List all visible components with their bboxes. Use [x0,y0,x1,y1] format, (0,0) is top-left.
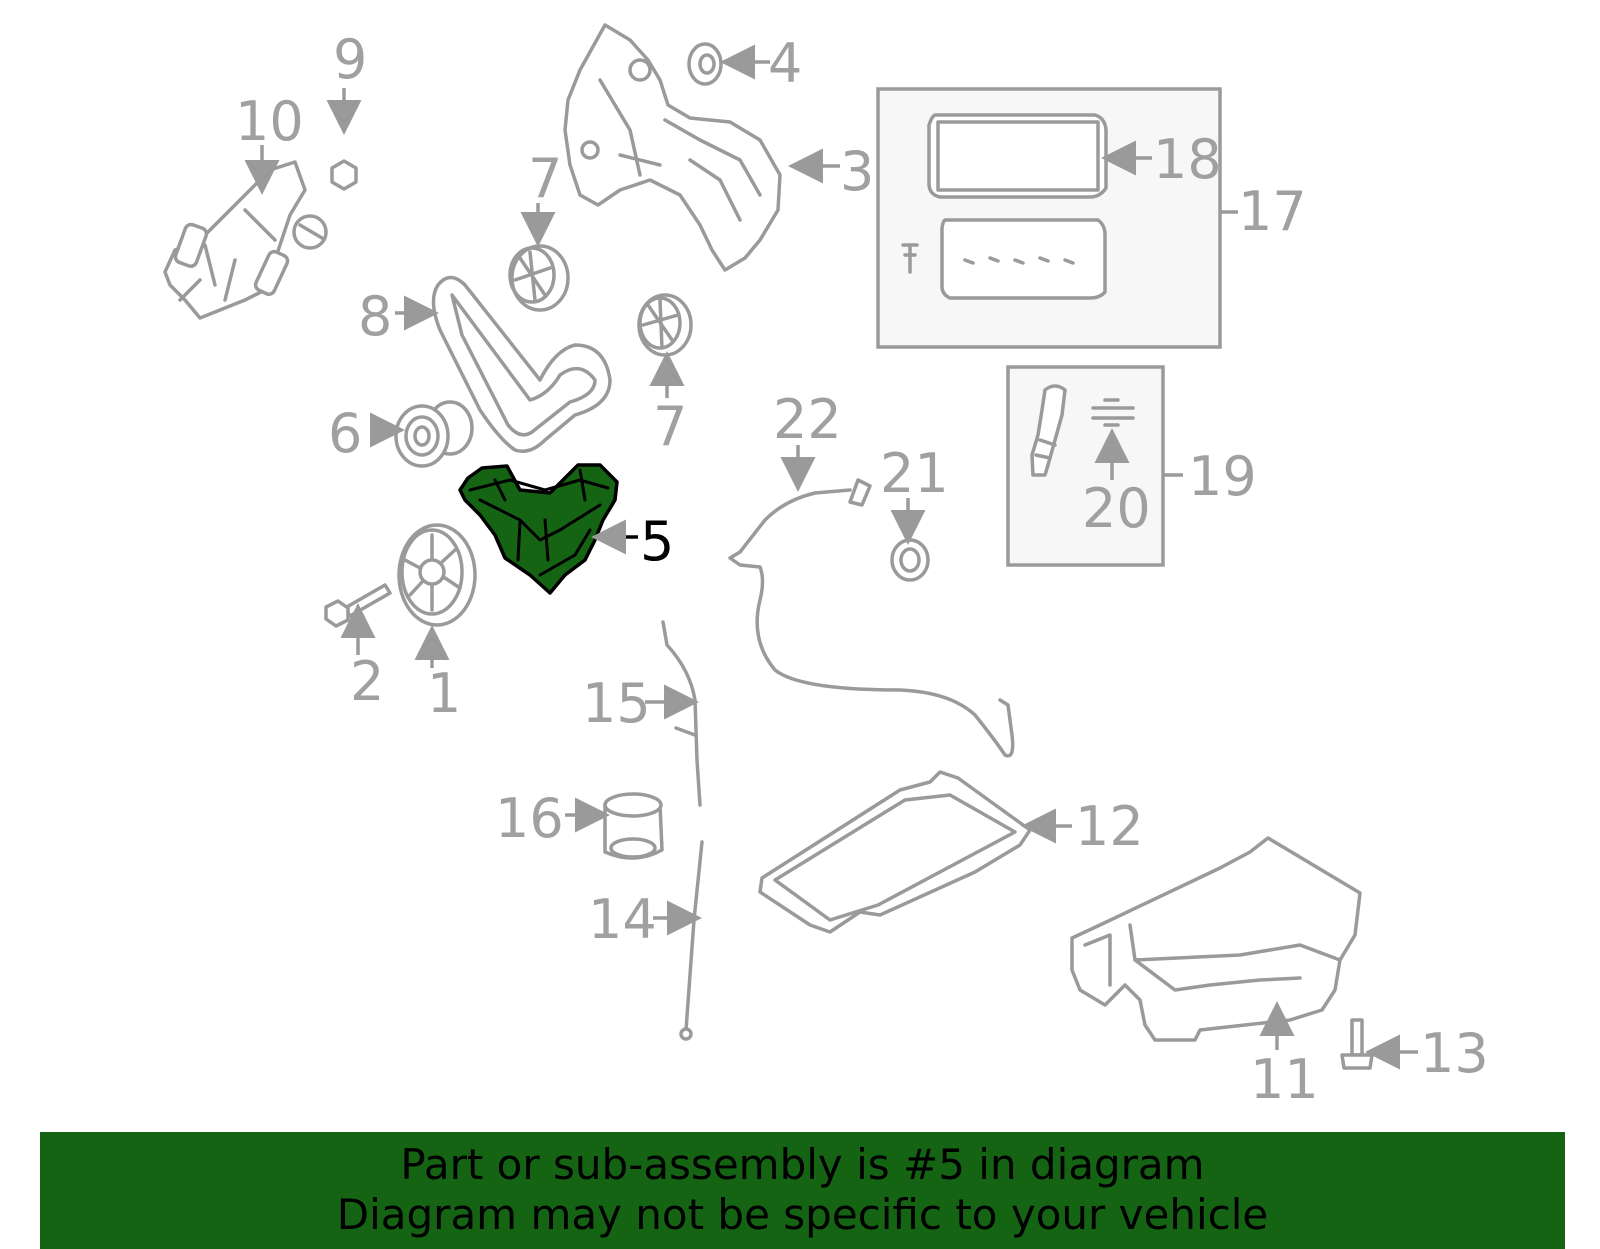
part-3-timing-cover [563,23,782,272]
banner-line-2: Diagram may not be specific to your vehi… [336,1190,1269,1239]
part-7-idler-lower [637,293,693,357]
part-4-seal [687,42,723,86]
part-5-cover-highlighted [458,463,619,595]
part-12-oil-pan-gasket [758,770,1032,934]
callout-9: 9 [333,28,367,91]
callout-7-upper: 7 [528,147,562,210]
callout-11: 11 [1250,1048,1319,1111]
part-7-idler-upper [508,244,570,312]
callout-5: 5 [640,510,674,573]
part-8-timing-belt [431,275,612,453]
part-13-bolt [1340,1018,1374,1070]
callout-8: 8 [358,285,392,348]
callout-22: 22 [773,388,842,451]
callout-18: 18 [1153,128,1222,191]
part-1-crank-pulley [397,523,477,627]
callout-4: 4 [768,32,802,95]
callout-17: 17 [1238,180,1307,243]
part-9-plug [330,159,358,191]
callout-labels: 1 2 3 4 5 6 7 7 8 9 10 11 12 13 14 15 16… [235,28,1489,1111]
callout-14: 14 [588,888,657,951]
callout-21: 21 [880,442,949,505]
part-14-dipstick [679,840,704,1041]
callout-arrows [244,44,1418,1070]
part-10-housing [163,160,328,320]
callout-3: 3 [840,140,874,203]
callout-19: 19 [1188,445,1257,508]
highlight-banner: Part or sub-assembly is #5 in diagram Di… [40,1132,1565,1249]
part-22-sensor-harness [728,478,1015,758]
banner-line-1: Part or sub-assembly is #5 in diagram [400,1140,1205,1189]
callout-10: 10 [235,90,304,153]
box-19-oil-fill-kit [1006,365,1165,567]
part-15-dipstick-tube [661,620,702,807]
callout-20: 20 [1082,477,1151,540]
part-6-tensioner [394,400,474,468]
callout-6: 6 [328,402,362,465]
box-17-gasket-kit [876,87,1222,349]
part-16-oil-filter [603,792,664,860]
part-21-sensor [890,538,930,582]
callout-13: 13 [1420,1022,1489,1085]
part-11-oil-pan [1070,836,1362,1042]
callout-12: 12 [1075,795,1144,858]
callout-15: 15 [582,672,651,735]
callout-2: 2 [350,650,384,713]
callout-16: 16 [495,787,564,850]
callout-7-lower: 7 [653,395,687,458]
callout-1: 1 [427,662,461,725]
